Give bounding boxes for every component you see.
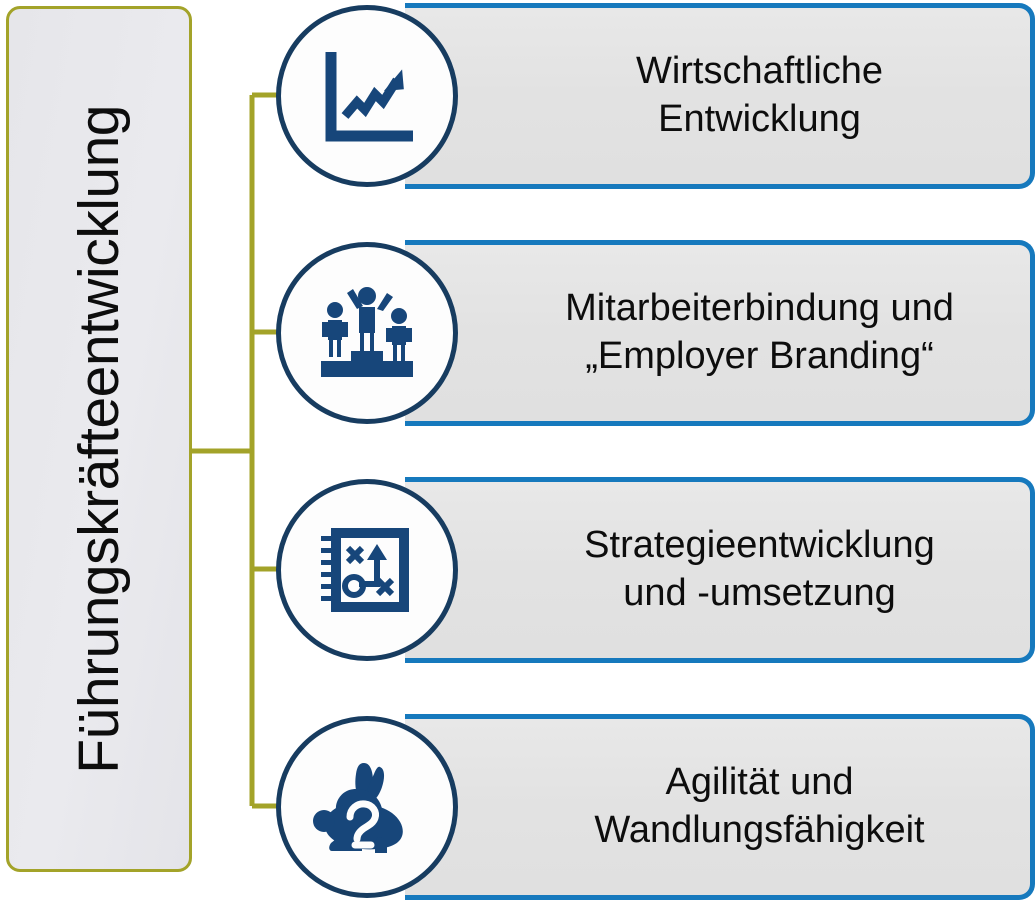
root-node-label: Führungskräfteentwicklung (66, 104, 131, 774)
item-label: Strategieentwicklung und -umsetzung (584, 524, 935, 614)
item-icon-circle[interactable] (276, 716, 458, 898)
list-item[interactable]: Strategieentwicklung und -umsetzung (276, 477, 1035, 663)
root-node-fuehrungskraefteentwicklung[interactable]: Führungskräfteentwicklung (6, 6, 192, 872)
item-label: Mitarbeiterbindung und „Employer Brandin… (565, 287, 954, 377)
list-item[interactable]: Wirtschaftliche Entwicklung (276, 3, 1035, 189)
item-bar[interactable]: Wirtschaftliche Entwicklung (405, 3, 1035, 189)
podium-team-icon (313, 283, 421, 383)
item-bar[interactable]: Mitarbeiterbindung und „Employer Brandin… (405, 240, 1035, 426)
list-item[interactable]: Mitarbeiterbindung und „Employer Brandin… (276, 240, 1035, 426)
item-icon-circle[interactable] (276, 5, 458, 187)
strategy-playbook-icon (317, 520, 417, 620)
rabbit-icon (312, 759, 422, 855)
item-label: Agilität und Wandlungsfähigkeit (594, 761, 925, 851)
item-icon-circle[interactable] (276, 479, 458, 661)
item-bar[interactable]: Strategieentwicklung und -umsetzung (405, 477, 1035, 663)
list-item[interactable]: Agilität und Wandlungsfähigkeit (276, 714, 1035, 900)
item-label: Wirtschaftliche Entwicklung (635, 50, 884, 140)
growth-chart-icon (315, 44, 419, 148)
item-icon-circle[interactable] (276, 242, 458, 424)
item-bar[interactable]: Agilität und Wandlungsfähigkeit (405, 714, 1035, 900)
